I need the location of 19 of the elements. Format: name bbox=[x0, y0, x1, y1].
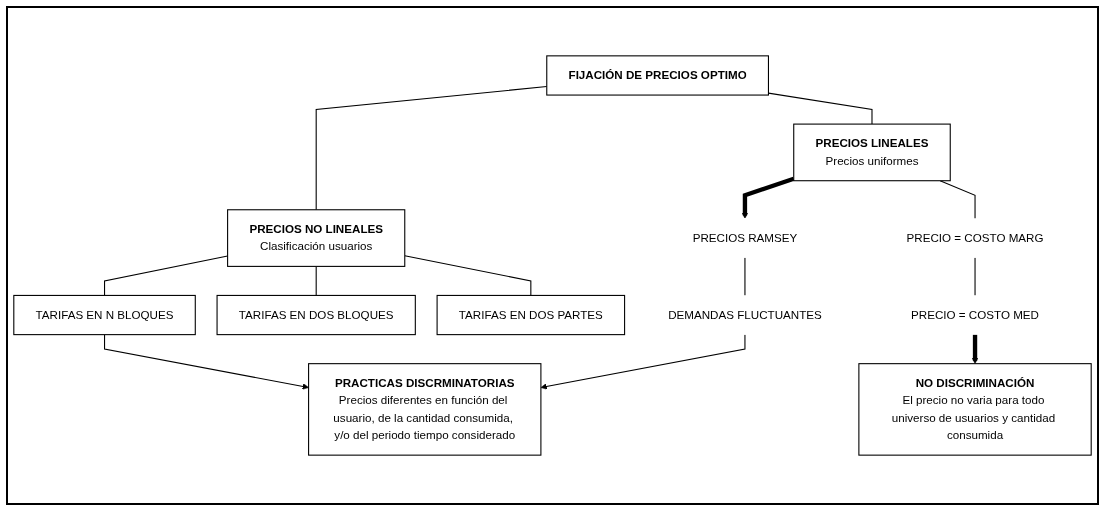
arrow bbox=[741, 176, 795, 219]
node-text: PRECIO = COSTO MARG bbox=[906, 231, 1044, 244]
node-text: PRECIO = COSTO MED bbox=[911, 308, 1039, 321]
connector bbox=[315, 265, 317, 296]
node-box: TARIFAS EN DOS BLOQUES bbox=[216, 294, 416, 336]
connector bbox=[767, 92, 873, 125]
node-box: PRECIOS NO LINEALES Clasificación usuarios bbox=[227, 209, 406, 267]
node-box: TARIFAS EN N BLOQUES bbox=[13, 294, 196, 336]
node-box: PRACTICAS DISCRMINATORIAS Precios diferentes en función del usuario, de la cantidad consumida, y/o del periodo tiempo considerado bbox=[308, 363, 542, 456]
node-box: TARIFAS EN DOS PARTES bbox=[436, 294, 626, 336]
node-box: PRECIOS LINEALES Precios uniformes bbox=[793, 123, 951, 182]
arrow bbox=[540, 334, 746, 390]
arrow bbox=[971, 334, 979, 364]
node-text: PRECIOS RAMSEY bbox=[692, 231, 798, 244]
node-text: DEMANDAS FLUCTUANTES bbox=[668, 308, 822, 321]
node-box: FIJACIÓN DE PRECIOS OPTIMO bbox=[546, 55, 769, 96]
connector bbox=[404, 255, 532, 296]
node-box: NO DISCRIMINACIÓN El precio no varia para todo universo de usuarios y cantidad consumida bbox=[858, 363, 1092, 456]
arrow bbox=[104, 334, 309, 390]
